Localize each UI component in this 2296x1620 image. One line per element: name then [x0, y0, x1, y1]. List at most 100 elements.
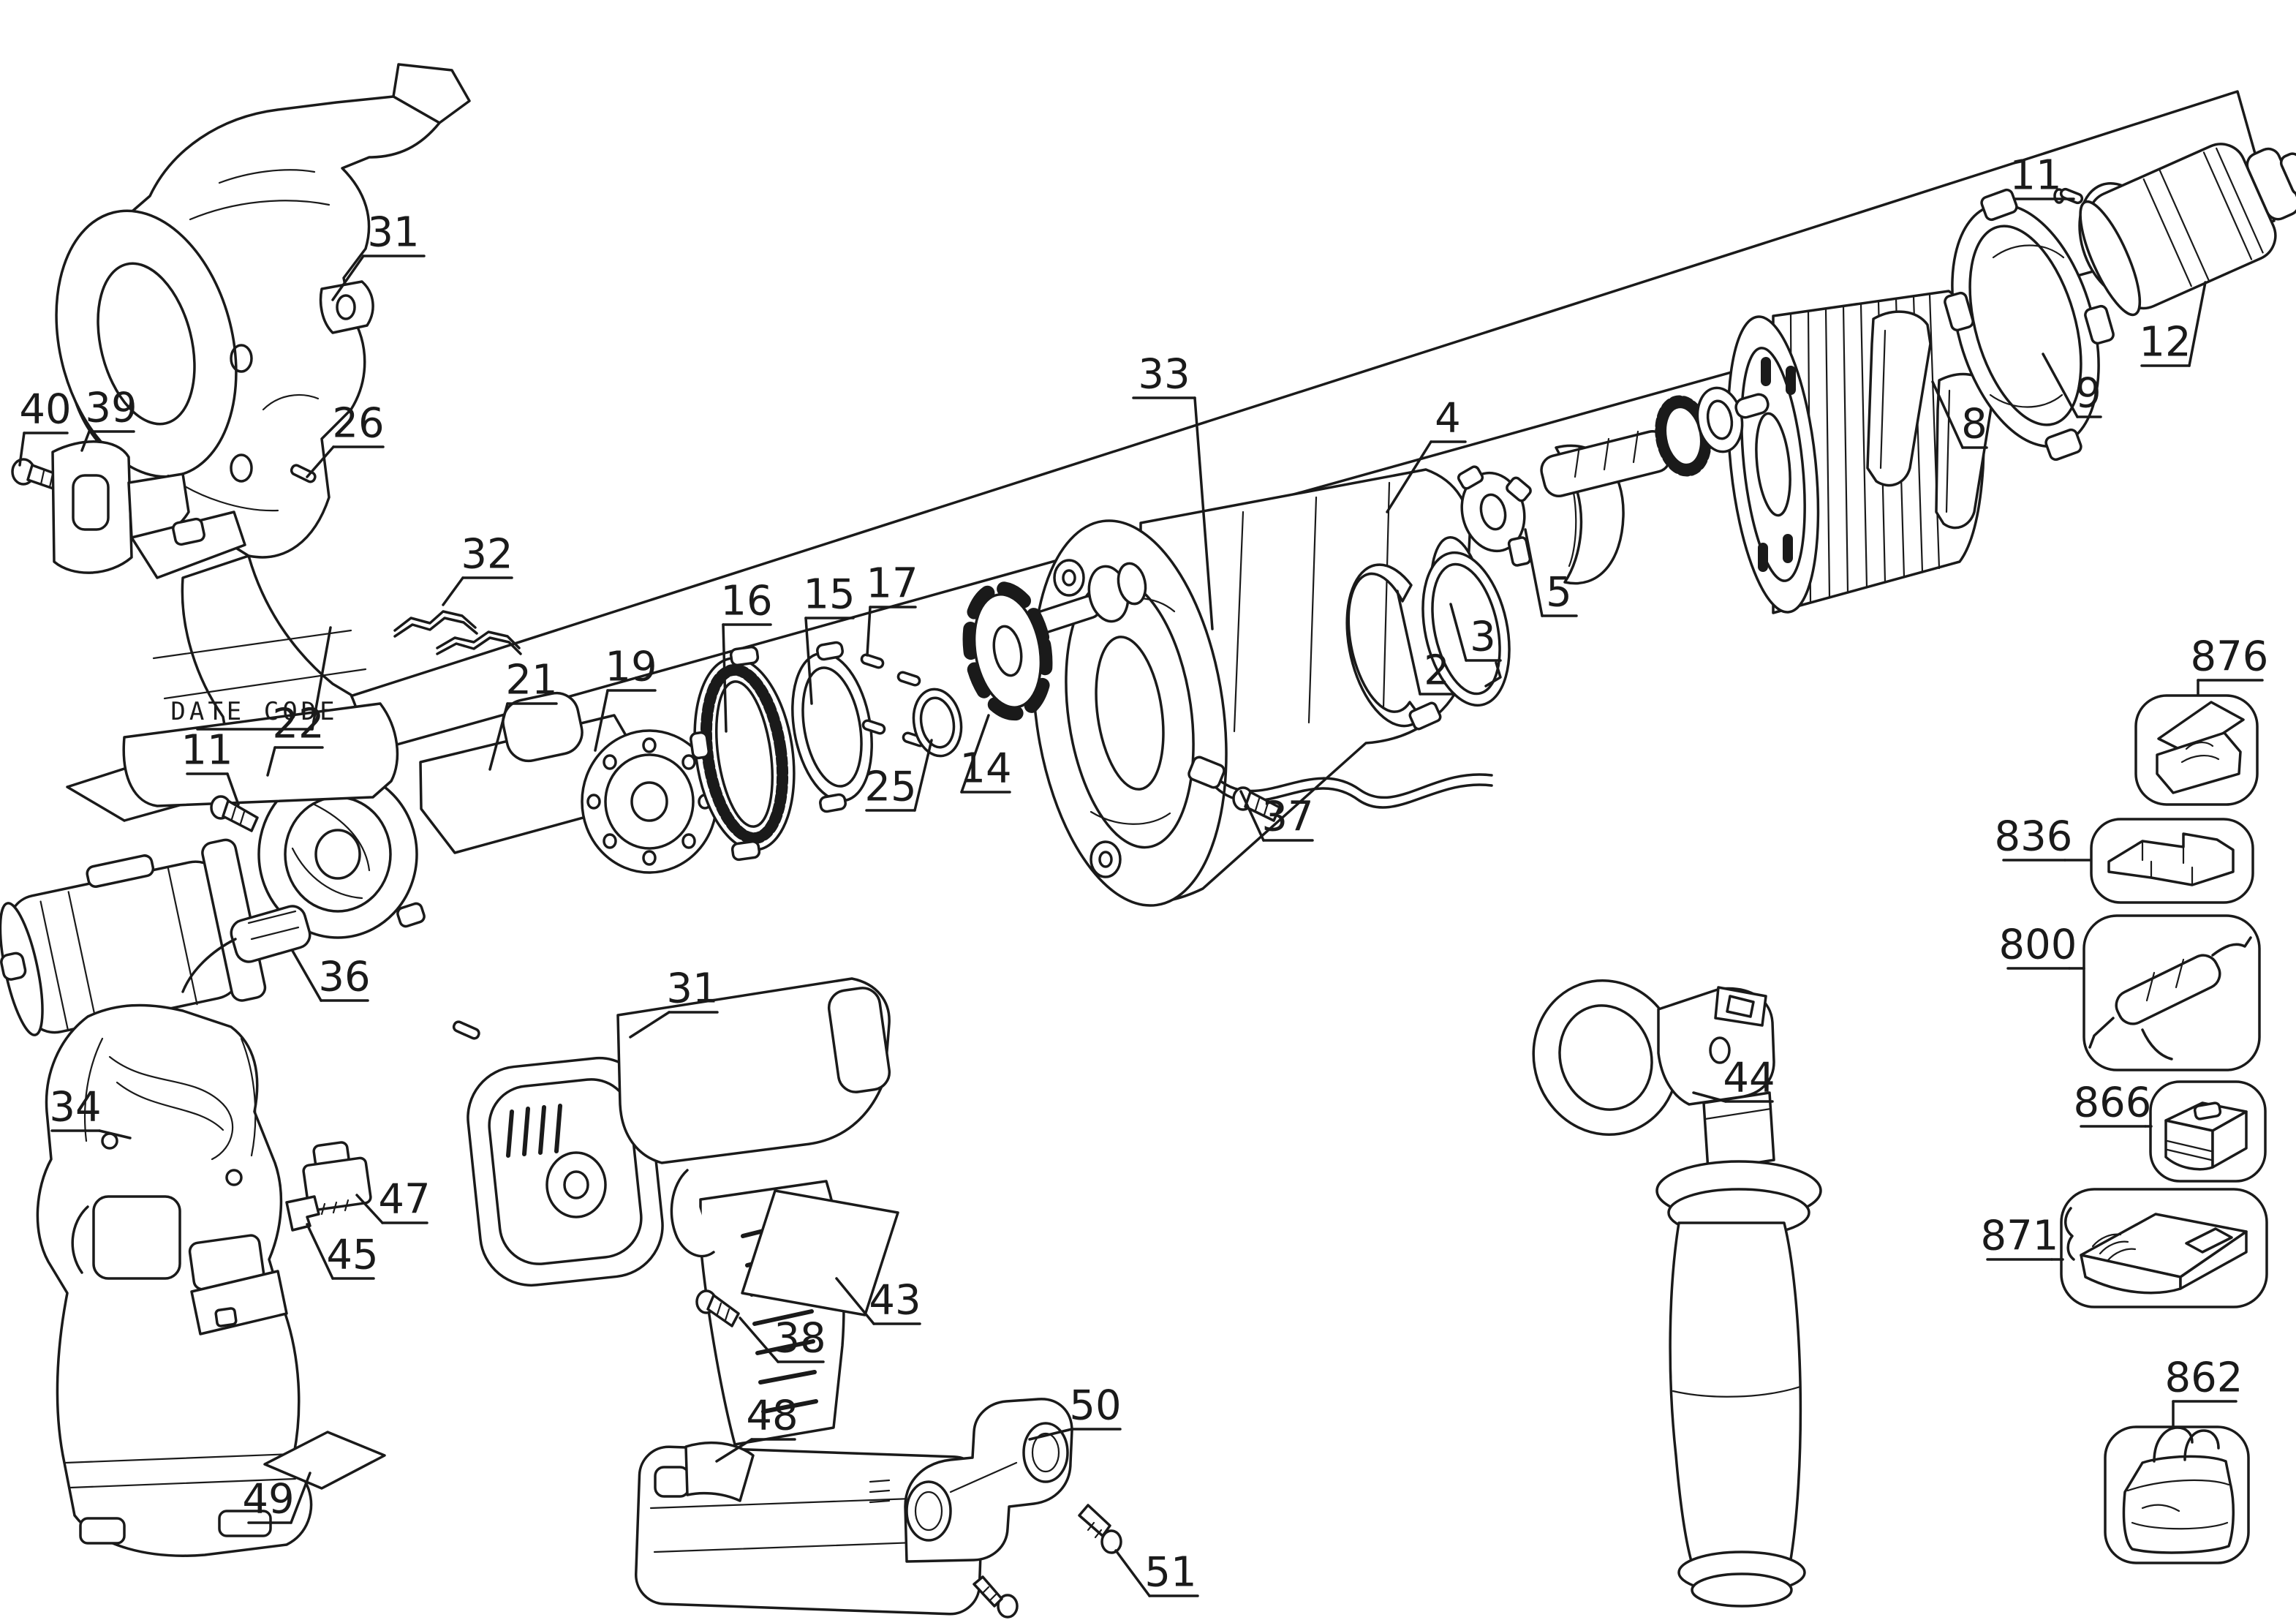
- leader-line: [1114, 1549, 1151, 1597]
- accessory-box-862: [2104, 1425, 2250, 1564]
- accessory-box-836: [2090, 818, 2254, 904]
- leader-line: [1449, 603, 1468, 662]
- leader-line: [594, 689, 609, 752]
- callout-21: 21: [488, 657, 558, 771]
- label-sheet-49: [263, 1431, 386, 1490]
- accessory-box-866: [2149, 1080, 2267, 1183]
- screw-38: [695, 1289, 740, 1327]
- callout-11: 11: [181, 727, 240, 806]
- callout-15: 15: [803, 571, 856, 705]
- leader-line: [442, 576, 464, 606]
- callout-4: 4: [1386, 395, 1467, 513]
- leader-line: [1239, 790, 1265, 842]
- callout-34: 34: [49, 1084, 132, 1139]
- callout-16: 16: [720, 578, 773, 733]
- warning-label-48: [684, 1441, 755, 1502]
- retaining-ring-2: [1345, 563, 1442, 731]
- accessory-box-800: [2082, 914, 2261, 1071]
- bearing-plate-22: [254, 769, 426, 939]
- part-number-label: 38: [774, 1315, 826, 1363]
- washer-3: [1421, 551, 1511, 707]
- callout-44: 44: [1692, 1055, 1775, 1103]
- screw-51: [1078, 1504, 1122, 1554]
- leader-line: [1028, 1428, 1073, 1441]
- screw-11-motor: [210, 795, 259, 832]
- part-number-label: 26: [332, 400, 384, 448]
- bracket-39: [51, 440, 246, 579]
- callout-37: 37: [1239, 790, 1314, 842]
- wire-connector-36: [181, 905, 311, 993]
- leader-line: [835, 1277, 875, 1325]
- part-number-label: 22: [272, 701, 324, 748]
- callout-5: 5: [1524, 528, 1578, 617]
- part-number-label: 8: [1961, 401, 1987, 448]
- callout-3: 3: [1449, 603, 1502, 662]
- callout-2: 2: [1396, 589, 1456, 696]
- part-number-label: 32: [461, 531, 513, 579]
- part-number-label: 11: [2009, 152, 2061, 200]
- callout-12: 12: [2139, 281, 2207, 367]
- leader-line: [311, 626, 332, 731]
- clip-45: [285, 1195, 320, 1232]
- o-ring-25: [912, 687, 963, 758]
- part-number-label: 44: [1723, 1055, 1775, 1102]
- leader-line: [1524, 528, 1544, 617]
- callout-800: 800: [1999, 922, 2085, 970]
- part-number-label: 47: [378, 1176, 430, 1224]
- part-number-label: 45: [326, 1232, 378, 1279]
- screw-spare: [973, 1575, 1019, 1619]
- part-number-label: 14: [959, 745, 1011, 793]
- part-number-label: 37: [1261, 794, 1313, 841]
- callout-45: 45: [306, 1223, 379, 1280]
- screw-37: [1232, 786, 1281, 822]
- callout-33: 33: [1132, 351, 1214, 630]
- callout-36: 36: [291, 949, 371, 1002]
- part-number-label: 36: [318, 954, 370, 1001]
- part-number-label: 5: [1546, 569, 1572, 617]
- part-number-label: 50: [1069, 1382, 1121, 1430]
- leader-line: [291, 949, 322, 1002]
- part-number-label: 3: [1470, 614, 1496, 661]
- callout-50: 50: [1028, 1382, 1122, 1441]
- callout-49: 49: [242, 1472, 311, 1524]
- leader-line: [98, 1129, 132, 1139]
- leader-line: [331, 255, 365, 301]
- part-number-label: 40: [19, 386, 71, 434]
- part-number-label: 48: [746, 1393, 798, 1440]
- callout-22: 22: [266, 701, 325, 777]
- pin-26: [290, 464, 317, 483]
- part-number-label: 31: [666, 965, 718, 1013]
- part-number-label: 16: [720, 578, 772, 625]
- callout-date-code: DATE CODE: [170, 626, 338, 731]
- retaining-clips-32: [393, 610, 522, 655]
- output-spindle: [1540, 386, 1770, 497]
- callout-51: 51: [1114, 1549, 1199, 1597]
- part-number-label: 31: [367, 209, 419, 257]
- leader-line: [306, 445, 335, 478]
- cam-washer-14: [962, 562, 1147, 721]
- part-number-label: 34: [49, 1084, 101, 1131]
- part-number-label: 12: [2139, 319, 2191, 366]
- leader-line: [355, 1194, 384, 1224]
- leader-line: [739, 1316, 779, 1363]
- callout-871: 871: [1981, 1213, 2064, 1261]
- switch-block: [188, 1234, 288, 1335]
- part-number-label: 876: [2191, 633, 2269, 681]
- clutch-collar-9: [1944, 188, 2115, 461]
- accessory-box-876: [2134, 694, 2259, 806]
- part-number-label: 19: [605, 644, 657, 691]
- part-number-label: DATE CODE: [170, 697, 338, 726]
- leader-line: [1386, 440, 1432, 513]
- leader-line: [1692, 1091, 1727, 1103]
- callout-17: 17: [866, 560, 918, 657]
- wire-harness: [1187, 756, 1493, 809]
- part-number-label: 866: [2074, 1080, 2152, 1127]
- side-handle-44: [1532, 979, 1822, 1608]
- leader-line: [715, 1438, 753, 1463]
- callout-9: 9: [2042, 353, 2102, 418]
- leader-line: [960, 714, 990, 794]
- part-number-label: 2: [1424, 647, 1450, 695]
- callout-32: 32: [442, 531, 513, 606]
- callout-40: 40: [18, 386, 72, 467]
